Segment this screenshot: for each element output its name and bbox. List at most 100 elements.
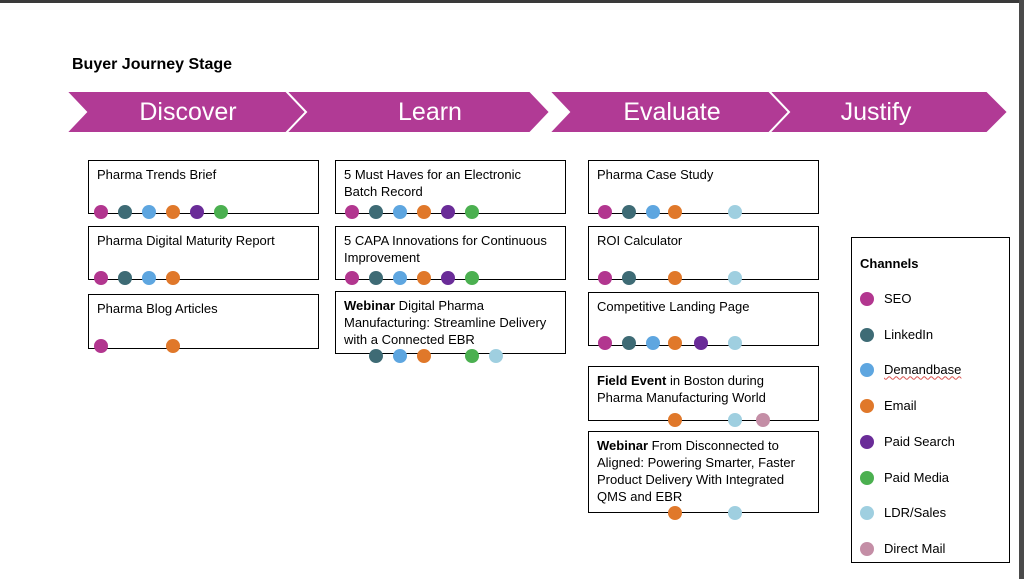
channel-dot-linkedin <box>622 205 636 219</box>
card-title: 5 Must Haves for an Electronic Batch Rec… <box>344 167 522 199</box>
stage-justify: Justify <box>840 98 912 126</box>
channel-dot-demandbase <box>142 271 156 285</box>
channel-dot-seo <box>94 205 108 219</box>
legend-label: Paid Search <box>884 433 955 449</box>
stage-chevrons <box>63 90 1010 134</box>
channel-dot-linkedin <box>118 271 132 285</box>
legend-item: Direct Mail <box>852 540 1007 558</box>
legend-dot <box>860 470 874 485</box>
card-title: Pharma Trends Brief <box>97 167 217 182</box>
card-title: From Disconnected to Aligned: Powering S… <box>597 438 795 504</box>
channel-dot-demandbase <box>142 205 156 219</box>
card-title: Digital Pharma Manufacturing: Streamline… <box>344 298 547 347</box>
legend-item: Demandbase <box>852 361 1007 379</box>
channel-dot-demandbase <box>393 349 407 363</box>
card-title: Pharma Case Study <box>597 167 714 182</box>
legend-dot <box>860 541 874 556</box>
legend-dot <box>860 327 874 342</box>
legend-label: Email <box>884 398 917 414</box>
card-title: ROI Calculator <box>597 233 683 248</box>
stage-discover: Discover <box>139 98 237 126</box>
channel-dot-email <box>417 349 431 363</box>
content-card[interactable]: Webinar From Disconnected to Aligned: Po… <box>588 431 819 513</box>
channel-dot-linkedin <box>369 271 383 285</box>
channel-dot-email <box>417 205 431 219</box>
channel-dot-paid-search <box>694 336 708 350</box>
channel-dot-email <box>668 271 682 285</box>
legend-item: LDR/Sales <box>852 504 1007 522</box>
legend-dot <box>860 292 874 306</box>
stage-evaluate: Evaluate <box>623 98 721 126</box>
channel-dot-ldr-sales <box>728 336 742 350</box>
legend-dot <box>860 506 874 521</box>
channel-dot-linkedin <box>369 205 383 219</box>
legend-dot <box>860 434 874 449</box>
content-card[interactable]: ROI Calculator <box>588 226 819 280</box>
channel-dot-email <box>668 506 682 520</box>
channel-dot-ldr-sales <box>489 349 503 363</box>
channel-dot-paid-search <box>190 205 204 219</box>
channel-dot-demandbase <box>646 336 660 350</box>
right-border <box>1019 0 1024 579</box>
channel-dot-paid-media <box>214 205 228 219</box>
channel-dot-paid-media <box>465 205 479 219</box>
channel-dot-linkedin <box>622 336 636 350</box>
chevron-learn <box>283 90 552 134</box>
content-card[interactable]: Field Event in Boston during Pharma Manu… <box>588 366 819 421</box>
channel-dot-seo <box>598 205 612 219</box>
channel-dot-paid-media <box>465 349 479 363</box>
content-card[interactable]: Pharma Digital Maturity Report <box>88 226 319 280</box>
legend-label: LDR/Sales <box>884 505 947 521</box>
card-title: in Boston during Pharma Manufacturing Wo… <box>597 373 766 405</box>
legend-dot <box>860 363 874 378</box>
channel-dot-paid-search <box>441 271 455 285</box>
legend-label: Paid Media <box>884 469 950 485</box>
legend-title: Channels <box>860 256 919 271</box>
content-card[interactable]: Pharma Case Study <box>588 160 819 214</box>
channel-dot-paid-media <box>465 271 479 285</box>
chevron-justify <box>766 90 1010 134</box>
channel-dot-seo <box>94 339 108 353</box>
legend-item: LinkedIn <box>852 326 1007 344</box>
legend-item: Email <box>852 397 1007 415</box>
channel-dot-email <box>668 336 682 350</box>
channel-dot-email <box>166 271 180 285</box>
channel-dot-demandbase <box>393 271 407 285</box>
channel-dot-seo <box>94 271 108 285</box>
channel-dot-email <box>668 205 682 219</box>
channel-dot-email <box>166 339 180 353</box>
channel-dot-email <box>668 413 682 427</box>
channel-dot-seo <box>598 271 612 285</box>
legend-label: Direct Mail <box>884 540 946 556</box>
channel-dot-email <box>417 271 431 285</box>
legend-label: LinkedIn <box>884 326 934 342</box>
card-title: Pharma Digital Maturity Report <box>97 233 275 248</box>
channel-dot-ldr-sales <box>728 413 742 427</box>
channel-dot-seo <box>345 271 359 285</box>
card-prefix: Webinar <box>597 438 649 453</box>
channel-dot-ldr-sales <box>728 271 742 285</box>
card-title: Competitive Landing Page <box>597 299 750 314</box>
content-card[interactable]: Pharma Blog Articles <box>88 294 319 349</box>
channel-dot-seo <box>345 205 359 219</box>
channel-dot-linkedin <box>622 271 636 285</box>
channel-dot-paid-search <box>441 205 455 219</box>
channel-dot-ldr-sales <box>728 205 742 219</box>
channel-dot-linkedin <box>118 205 132 219</box>
stage-learn: Learn <box>398 98 462 126</box>
legend-dot <box>860 399 874 414</box>
card-title: 5 CAPA Innovations for Continuous Improv… <box>344 233 547 265</box>
top-border <box>0 0 1024 3</box>
channel-dot-ldr-sales <box>728 506 742 520</box>
channel-dot-demandbase <box>393 205 407 219</box>
legend-item: SEO <box>852 290 1007 308</box>
card-title: Pharma Blog Articles <box>97 301 218 316</box>
card-prefix: Webinar <box>344 298 396 313</box>
channel-dot-direct-mail <box>756 413 770 427</box>
channel-dot-seo <box>598 336 612 350</box>
channel-dot-demandbase <box>646 205 660 219</box>
content-card[interactable]: Webinar Digital Pharma Manufacturing: St… <box>335 291 566 354</box>
legend-label: SEO <box>884 291 912 306</box>
channel-dot-email <box>166 205 180 219</box>
